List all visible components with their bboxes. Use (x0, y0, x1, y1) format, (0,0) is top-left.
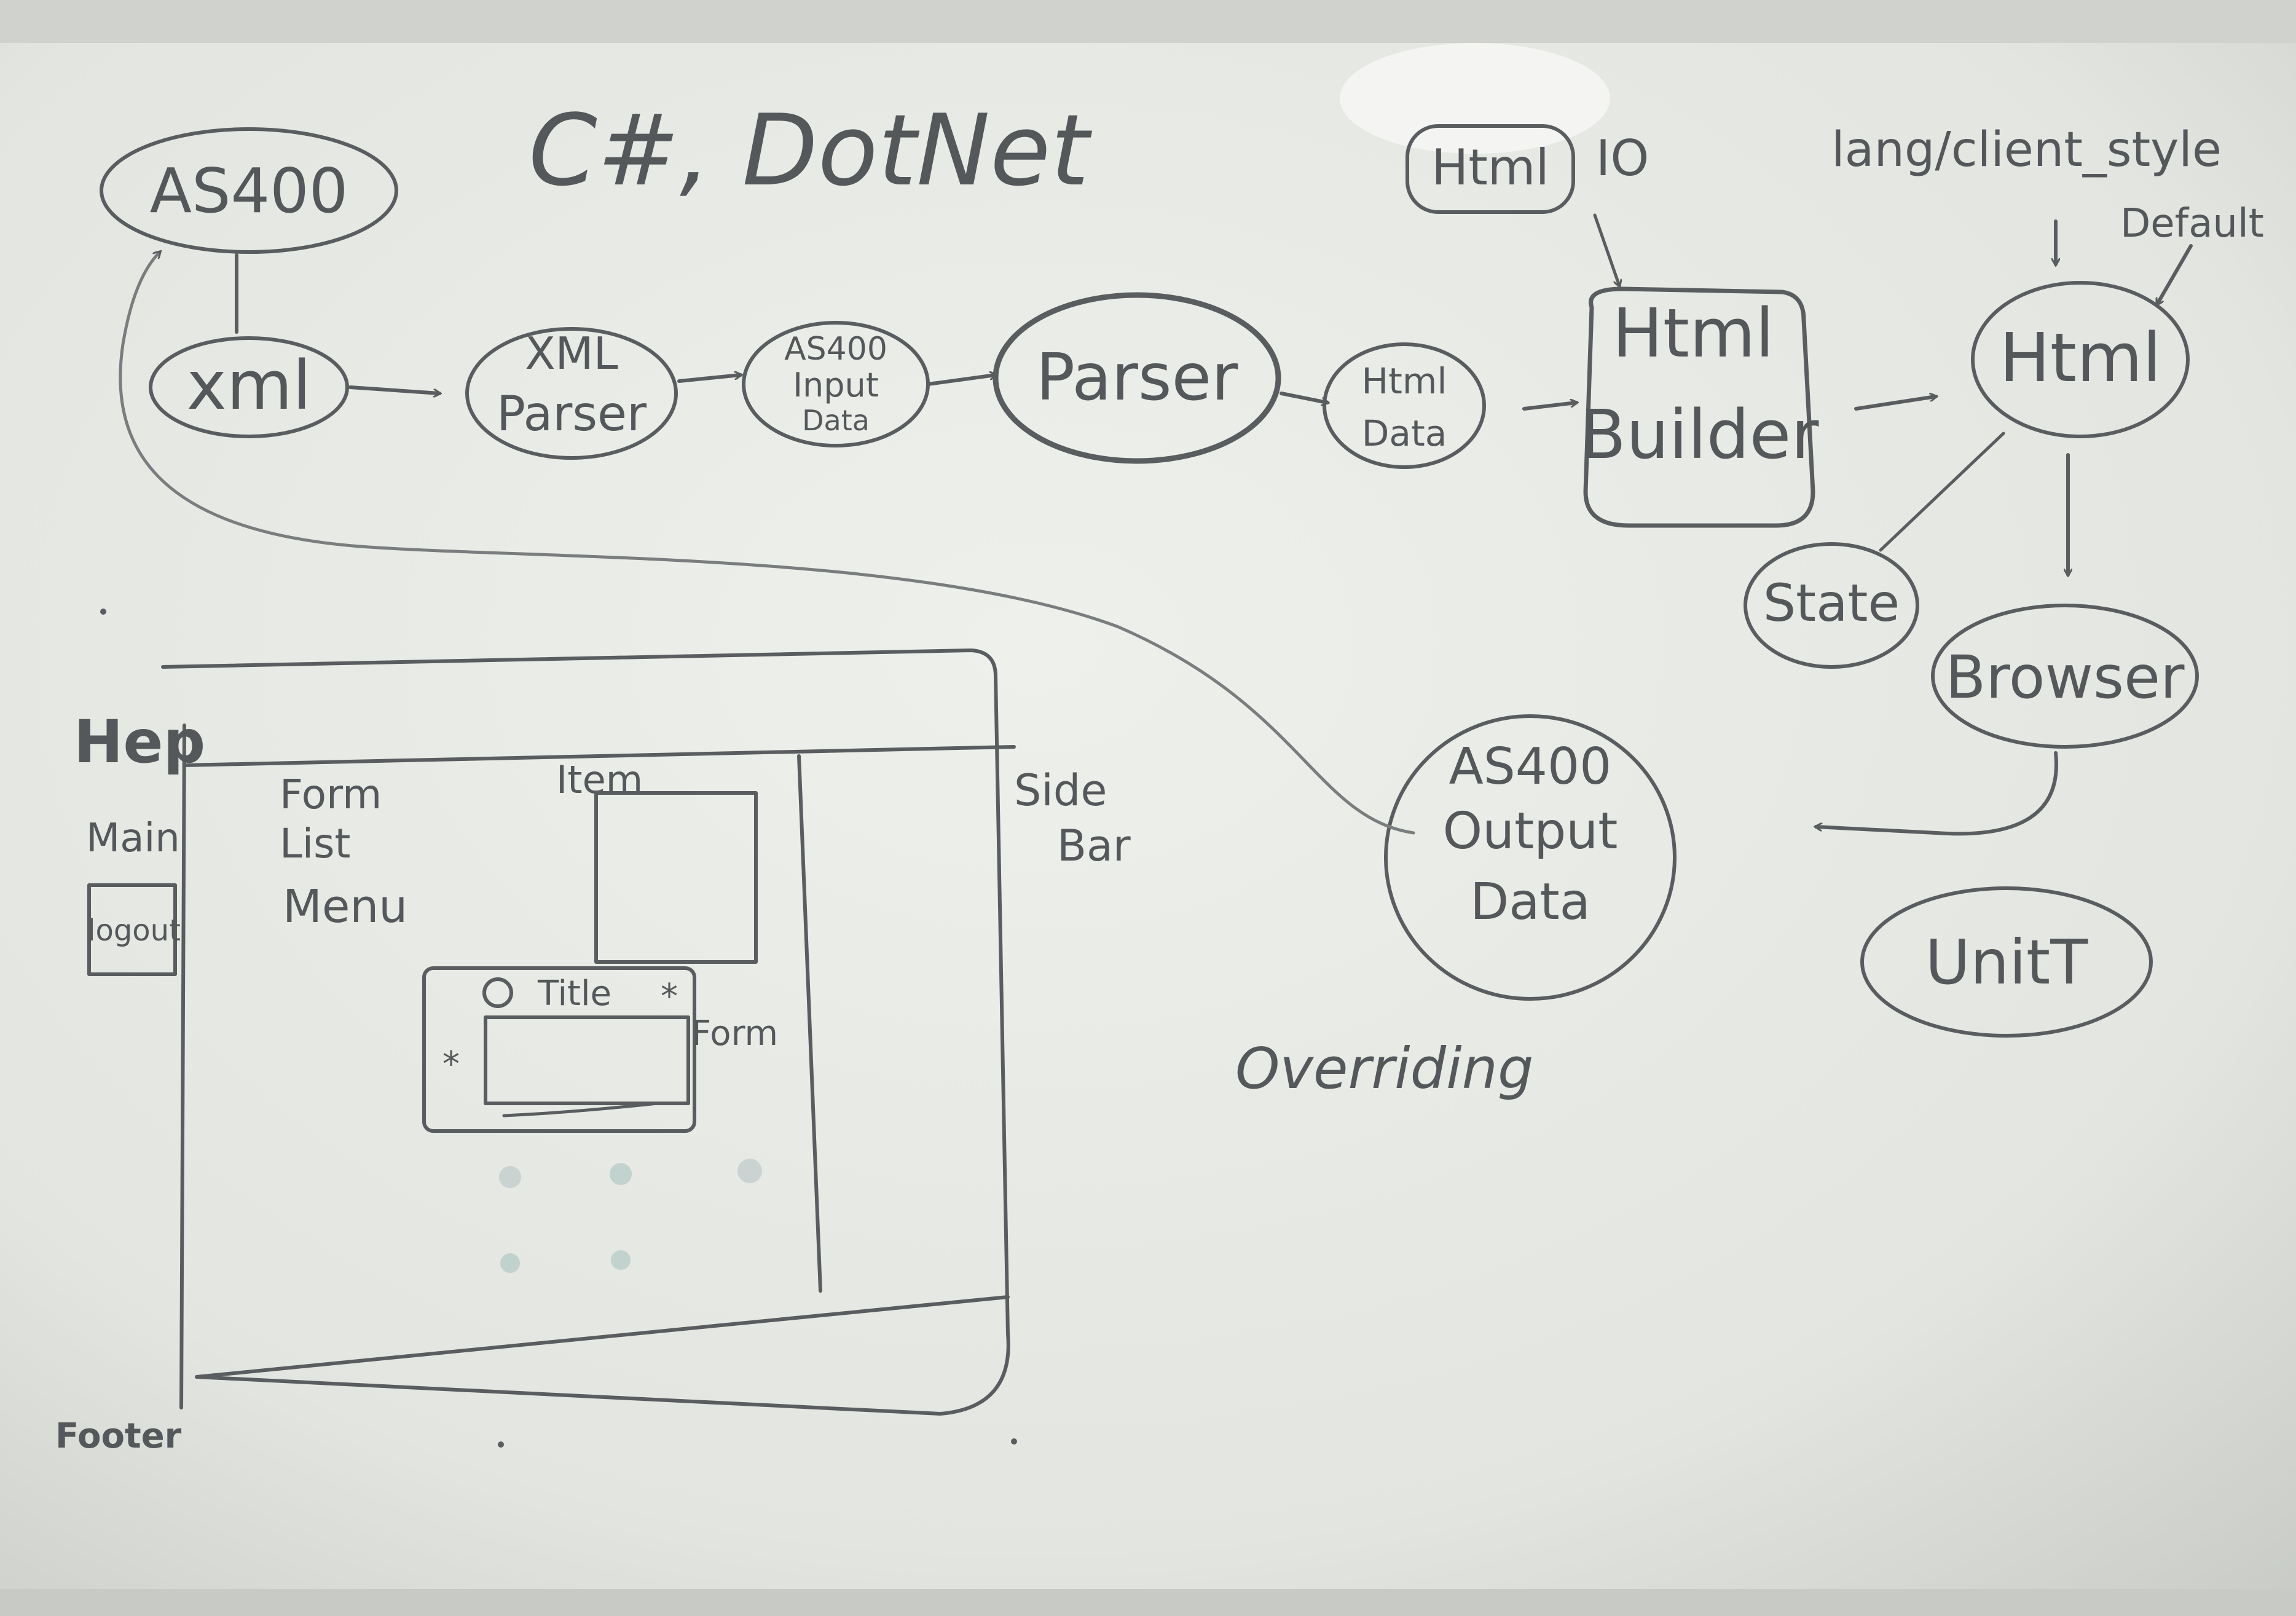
node-as400-output-line2: Output (1443, 802, 1618, 861)
node-html-label: Html (1999, 318, 2161, 397)
node-html-data: Html Data (1323, 342, 1486, 469)
node-xml-label: xml (187, 346, 312, 425)
stray-dot (1011, 1438, 1017, 1445)
node-html-builder-line2: Builder (1579, 395, 1819, 474)
node-xml-parser: XML Parser (465, 327, 678, 460)
node-xml-parser-line1: XML (525, 328, 618, 379)
sketch-footer-label: Footer (55, 1416, 182, 1456)
sketch-menu-label: Menu (283, 880, 407, 933)
sketch-form-title-label: Title (537, 974, 611, 1014)
magnet-dot (499, 1166, 521, 1188)
page-title: C#, DotNet (529, 93, 1092, 208)
node-xml: xml (149, 336, 349, 438)
node-as400-input-line2: Input (793, 366, 879, 404)
node-parser: Parser (993, 292, 1281, 464)
sketch-item-label: Item (556, 757, 643, 802)
sketch-header-label: Hep (74, 707, 205, 776)
board-frame-top (0, 0, 2296, 43)
sketch-form-list-line2: List (280, 820, 350, 867)
layout-sketch: Hep Main logout Form List Menu Item Titl… (55, 648, 1131, 1456)
magnet-dot (737, 1159, 762, 1183)
return-curve (119, 252, 1415, 835)
magnet-dot (611, 1250, 631, 1270)
node-browser: Browser (1931, 604, 2199, 749)
sketch-sidebar-line1: Side (1014, 765, 1107, 816)
stray-dot (498, 1441, 504, 1448)
node-as400-output: AS400 Output Data (1384, 714, 1677, 1001)
node-browser-label: Browser (1945, 643, 2185, 712)
lang-client-style-label: lang/client_style (1831, 122, 2222, 178)
node-as400-output-line1: AS400 (1449, 738, 1612, 796)
node-unit-t-label: UnitT (1925, 926, 2089, 998)
node-html-builder: Html Builder (1579, 286, 1819, 528)
sketch-logout-label: logout (87, 913, 181, 948)
sketch-sidebar-line2: Bar (1057, 821, 1131, 871)
node-as400-input-line1: AS400 (784, 331, 887, 368)
node-xml-parser-line2: Parser (497, 387, 647, 442)
default-label: Default (2120, 201, 2264, 246)
node-html-data-line1: Html (1362, 360, 1447, 402)
sketch-star-icon: * (661, 977, 678, 1017)
node-unit-t: UnitT (1860, 886, 2153, 1038)
board-frame-bottom (0, 1589, 2296, 1616)
glare (1340, 43, 1610, 154)
node-state-label: State (1763, 573, 1900, 633)
node-html-io: Html IO (1406, 124, 1649, 214)
overriding-label: Overriding (1235, 1036, 1533, 1102)
node-parser-label: Parser (1036, 340, 1238, 415)
sketch-star-icon-2: * (442, 1044, 460, 1084)
sketch-form-list-line1: Form (280, 771, 382, 818)
magnet-dot (500, 1253, 520, 1273)
sketch-main-label: Main (86, 816, 180, 861)
stray-dot (100, 609, 106, 615)
node-as400-input-line3: Data (802, 404, 870, 437)
node-as400: AS400 (100, 127, 398, 254)
node-html: Html (1971, 281, 2190, 438)
node-html-builder-line1: Html (1612, 294, 1774, 372)
sketch-form-label: Form (691, 1014, 778, 1054)
node-io-label: IO (1596, 130, 1649, 187)
node-as400-label: AS400 (150, 155, 348, 227)
node-state: State (1744, 542, 1919, 669)
magnet-dot (610, 1163, 632, 1185)
node-as400-output-line3: Data (1470, 873, 1590, 931)
node-html-io-label: Html (1431, 139, 1549, 196)
node-html-data-line2: Data (1362, 412, 1447, 454)
